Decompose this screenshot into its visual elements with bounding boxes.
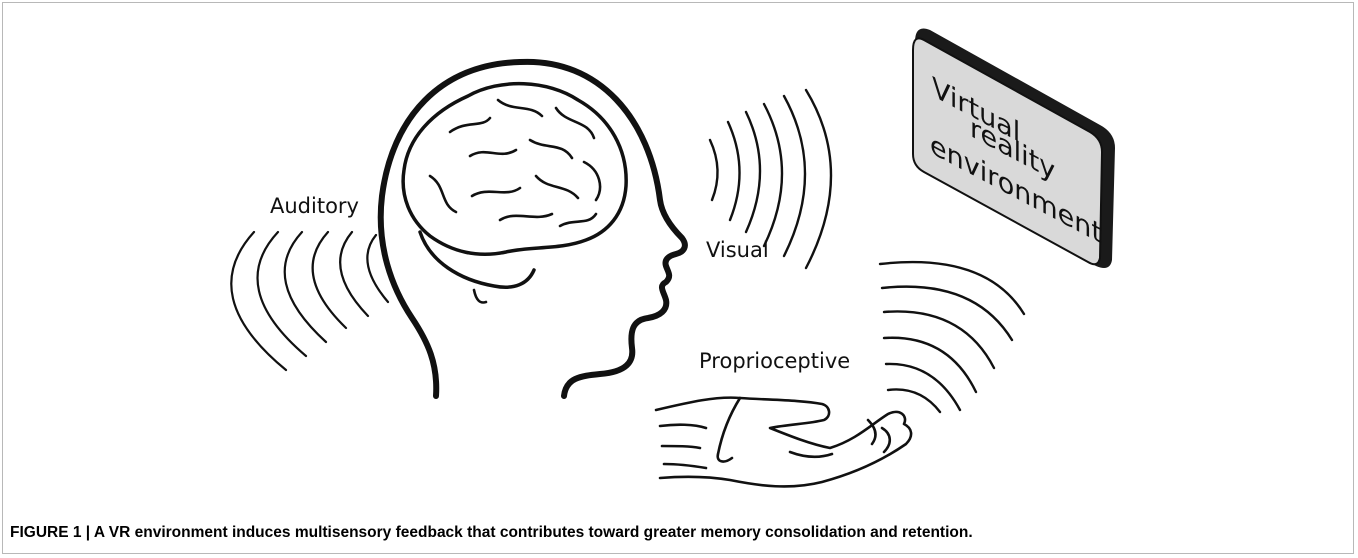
visual-wave-icon [708,88,833,270]
sound-wave-icon [230,230,390,372]
open-hand-icon [654,396,913,488]
label-auditory: Auditory [270,194,359,218]
proprioceptive-wave-icon [878,260,1026,414]
head-with-brain-icon [377,58,688,399]
figure-caption: FIGURE 1 | A VR environment induces mult… [10,524,973,541]
vr-screen-icon [912,28,1115,268]
label-proprioceptive: Proprioceptive [699,349,851,373]
label-visual: Visual [706,238,769,262]
